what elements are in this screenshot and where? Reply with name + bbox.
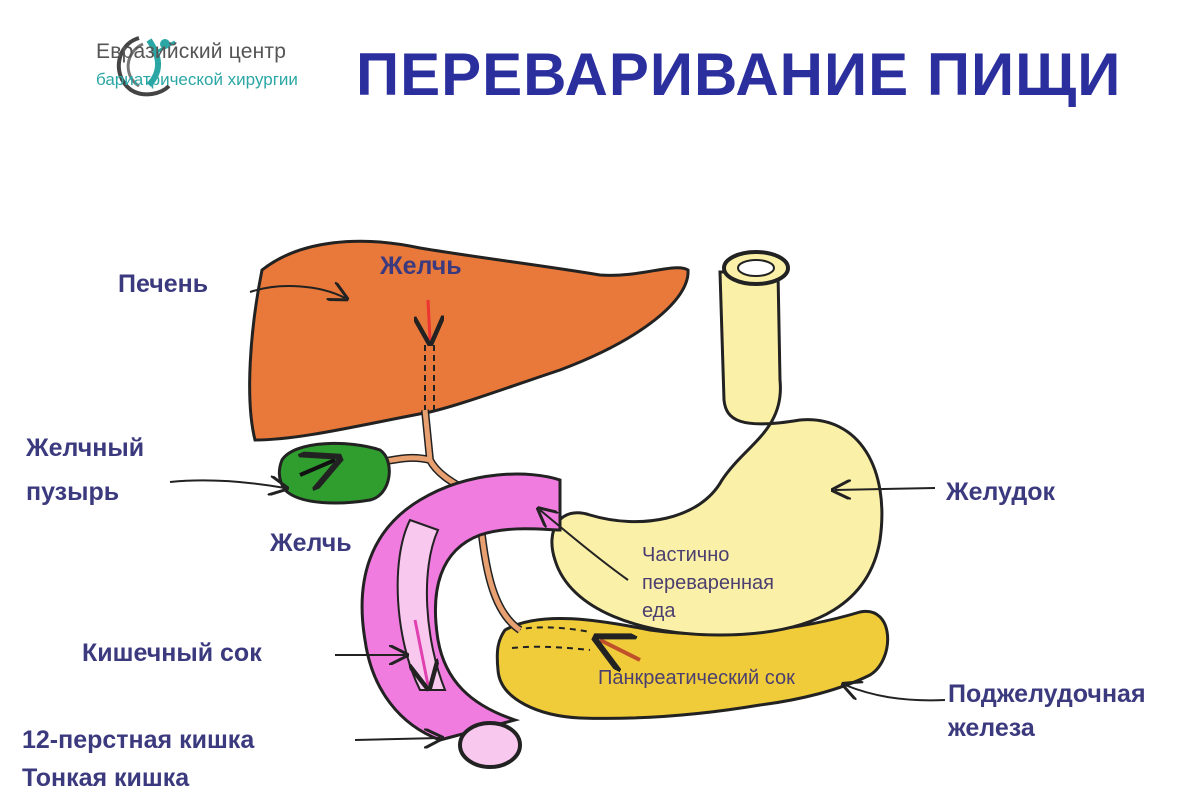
page-title: ПЕРЕВАРИВАНИЕ ПИЩИ [356,41,1122,108]
logo-subtitle: бариатрической хирургии [96,70,298,89]
gallbladder [277,442,391,505]
label-duodenum: 12-перстная кишка [22,726,255,754]
label-gallbladder-1: Желчный [26,434,145,462]
label-small-intestine: Тонкая кишка [22,764,190,792]
label-gallbladder-2: пузырь [26,478,120,506]
label-bile-bottom: Желчь [270,529,352,557]
label-bile-top: Желчь [380,252,462,280]
stomach [550,270,884,637]
label-stomach: Желудок [946,478,1055,506]
label-pancreas-1: Поджелудочная [948,680,1146,708]
label-pancreatic-juice: Панкреатический сок [598,667,795,689]
label-liver: Печень [118,270,209,298]
label-partial-2: переваренная [642,572,775,594]
label-partial-3: еда [642,600,676,622]
label-intestinal-juice: Кишечный сок [82,639,262,667]
liver [248,239,690,442]
label-pancreas-2: железа [948,714,1035,742]
logo-title: Евразийский центр [96,40,287,63]
label-partial-1: Частично [642,544,730,566]
logo-icon [116,36,176,97]
